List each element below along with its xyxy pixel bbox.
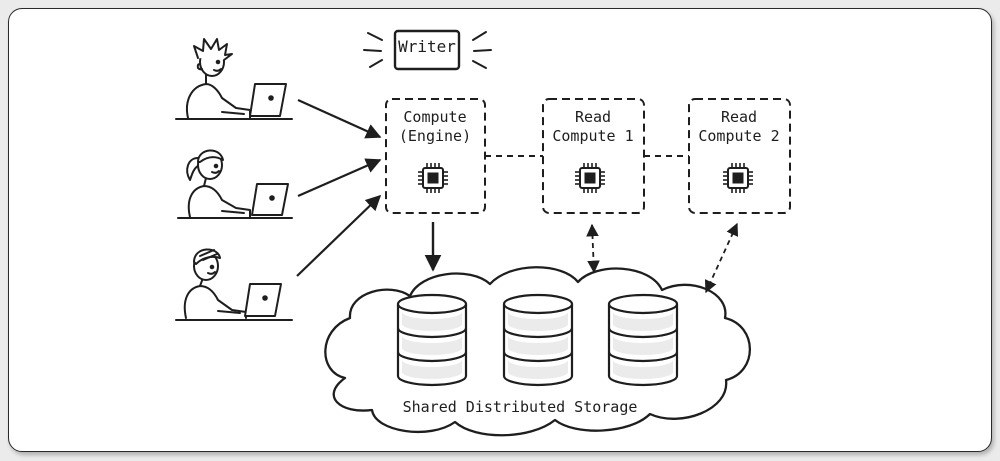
read2-storage-bidirectional-arrow <box>704 222 739 294</box>
person-at-laptop-icon <box>175 38 293 120</box>
read-compute-2-title-line-1: Read <box>720 108 758 126</box>
writer-emphasis-marks <box>363 31 492 69</box>
database-icon <box>502 293 574 387</box>
person-at-laptop-icon <box>177 149 293 219</box>
compute-engine-title: Compute (Engine) <box>375 108 495 146</box>
user-1-arrow <box>297 98 382 139</box>
read-compute-1-title-line-2: Compute 1 <box>552 127 634 145</box>
person-at-laptop-icon <box>175 248 293 321</box>
database-icon <box>607 293 679 387</box>
read-compute-1-title-line-1: Read <box>574 108 612 126</box>
writer-box <box>393 29 461 71</box>
user-3-arrow <box>296 194 382 277</box>
user-2-arrow <box>297 158 382 198</box>
compute-engine-title-line-1: Compute <box>403 108 467 126</box>
storage-label: Shared Distributed Storage <box>402 398 638 416</box>
read1-storage-bidirectional-arrow <box>586 223 600 274</box>
writer-label: Writer <box>398 37 456 56</box>
read-compute-2-title: Read Compute 2 <box>679 108 799 146</box>
database-icon <box>396 293 468 387</box>
read-compute-1-title: Read Compute 1 <box>533 108 653 146</box>
read-compute-2-title-line-2: Compute 2 <box>698 127 780 145</box>
compute-engine-title-line-2: (Engine) <box>398 127 472 145</box>
